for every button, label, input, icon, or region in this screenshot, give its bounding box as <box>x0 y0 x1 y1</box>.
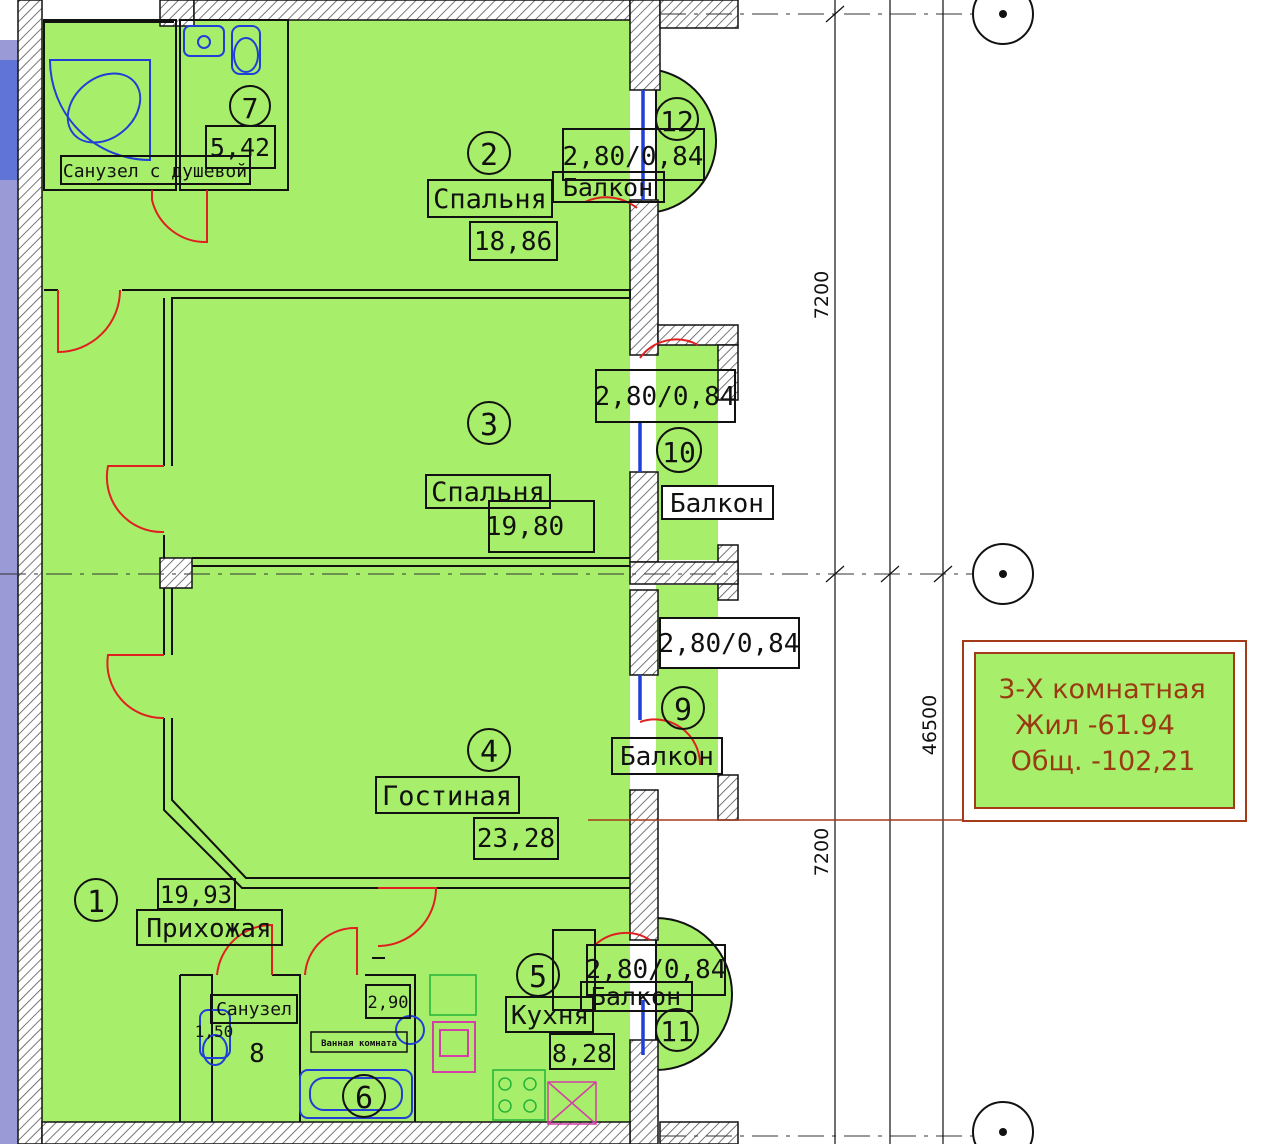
summary-total: Общ. -102,21 <box>1011 746 1196 777</box>
summary-type: 3-Х комнатная <box>998 674 1206 705</box>
room-name: Санузел <box>216 999 292 1020</box>
summary-living: Жил -61.94 <box>1015 710 1175 741</box>
kitchen-appliances <box>429 974 546 1121</box>
room-name: Балкон <box>620 742 714 772</box>
room-number: 3 <box>480 408 498 443</box>
summary-box: 3-Х комнатная Жил -61.94 Общ. -102,21 <box>962 640 1247 822</box>
room-number: 8 <box>249 1039 265 1069</box>
room-area: 2,80/0,84 <box>595 382 736 412</box>
room-name: Прихожая <box>146 914 271 944</box>
room-name: Спальня <box>433 184 547 215</box>
room-8-label: 8 Санузел 1,50 <box>195 994 298 1069</box>
neighbor-fixture <box>0 60 18 180</box>
room-area: 8,28 <box>552 1039 612 1068</box>
neighbor-strip <box>0 40 18 1144</box>
dim-lower: 7200 <box>811 828 833 876</box>
partitions <box>43 19 631 1122</box>
room-4-label: 4 Гостиная 23,28 <box>375 728 559 860</box>
balcony-12-floor <box>655 68 717 214</box>
room-area: 19,80 <box>486 512 564 542</box>
doors <box>57 190 702 976</box>
axis-markers <box>972 0 1034 1144</box>
axis-lines <box>0 13 975 1137</box>
room-name: Балкон <box>670 489 764 519</box>
room-name: Санузел с душевой <box>63 161 247 182</box>
room-name: Балкон <box>563 173 653 202</box>
room-area: 5,42 <box>210 133 270 162</box>
ventilation-shaft <box>552 929 596 1011</box>
fixtures <box>48 25 425 1119</box>
room-3-label: 3 Спальня 19,80 <box>425 401 595 553</box>
fridge <box>547 1081 597 1125</box>
room-number: 6 <box>355 1081 373 1116</box>
room-7-label: 7 5,42 Санузел с душевой <box>60 85 276 185</box>
room-area: 18,86 <box>474 227 552 257</box>
room-5-label: 5 Кухня 8,28 <box>505 953 615 1070</box>
room-name: Кухня <box>511 1001 589 1031</box>
room-10-label: 10 2,80/0,84 Балкон <box>595 369 774 520</box>
room-2-label: 2 Спальня 18,86 <box>427 131 558 261</box>
room-number: 9 <box>674 693 692 728</box>
room-number: 12 <box>660 105 694 138</box>
balcony-10-floor <box>656 345 718 560</box>
room-area: 2,80/0,84 <box>586 955 727 985</box>
walls <box>17 0 739 1144</box>
room-area: 2,80/0,84 <box>659 629 800 659</box>
dim-overall: 46500 <box>919 695 941 755</box>
apartment-floor <box>42 20 630 1124</box>
kitchen-sink <box>432 1021 476 1073</box>
room-area: 23,28 <box>477 824 555 854</box>
room-1-label: 1 19,93 Прихожая <box>74 878 283 946</box>
room-name: Балкон <box>591 982 681 1011</box>
room-name: Гостиная <box>382 781 512 812</box>
room-name: Ванная комната <box>321 1039 397 1049</box>
dimension-lines <box>825 0 953 1144</box>
windows <box>638 90 645 1055</box>
dim-upper: 7200 <box>811 271 833 319</box>
room-area: 19,93 <box>160 881 232 909</box>
room-number: 7 <box>242 92 259 125</box>
room-number: 10 <box>662 436 696 469</box>
room-number: 4 <box>480 735 498 770</box>
room-number: 1 <box>87 885 105 920</box>
room-number: 5 <box>529 960 547 995</box>
room-9-label: 9 2,80/0,84 Балкон <box>611 617 800 775</box>
room-11-label: 11 2,80/0,84 Балкон <box>580 944 727 1052</box>
room-area: 1,50 <box>195 1022 234 1041</box>
room-12-label: 12 2,80/0,84 Балкон <box>552 97 705 203</box>
room-number: 2 <box>480 138 498 173</box>
balcony-9-floor <box>656 585 718 775</box>
room-6-label: 6 2,90 Ванная комната <box>310 984 411 1118</box>
room-area: 2,90 <box>368 993 409 1013</box>
room-number: 11 <box>660 1015 694 1048</box>
room-area: 2,80/0,84 <box>563 142 704 172</box>
